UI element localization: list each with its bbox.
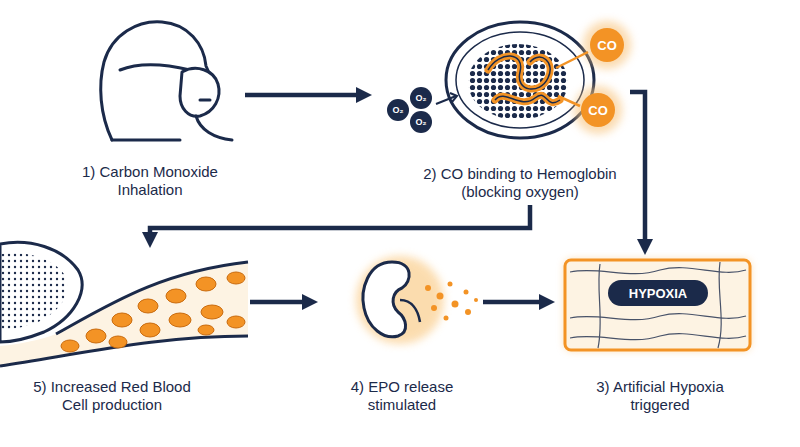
hemoglobin-icon-part — [410, 87, 432, 109]
step-node: 3) Artificial Hypoxia triggered — [555, 255, 760, 420]
bone-vessel-icon-part-part — [61, 340, 79, 352]
hemoglobin-icon-part — [456, 32, 584, 128]
step-caption: 1) Carbon Monoxide Inhalation — [70, 163, 230, 199]
kidney-icon-part-part — [465, 309, 471, 315]
kidney-icon-part-part — [431, 305, 437, 311]
status-badge: HYPOXIA — [629, 286, 688, 301]
hemoglobin-icon-part — [581, 93, 615, 127]
hemoglobin-icon-part — [468, 44, 568, 120]
flow-arrow — [483, 300, 545, 305]
flow-arrow — [250, 300, 308, 305]
bone-vessel-icon-part-part — [169, 313, 191, 327]
kidney-icon-part — [356, 256, 444, 344]
bone-vessel-icon-part-part — [196, 277, 216, 291]
step-node: 1) Carbon Monoxide Inhalation — [60, 15, 245, 202]
bone-vessel-icon-part-part — [86, 329, 106, 343]
hemoglobin-icon-part — [583, 21, 631, 69]
hypoxia-tissue-icon-part — [565, 260, 750, 350]
bone-vessel-icon — [0, 242, 248, 366]
hemoglobin-icon-part — [574, 86, 622, 134]
step-caption: 3) Artificial Hypoxia triggered — [578, 378, 743, 414]
hemoglobin-icon-part — [410, 111, 432, 133]
bone-vessel-icon-part-part — [227, 316, 245, 328]
hemoglobin-icon-part — [446, 22, 594, 138]
step-node: 5) Increased Red Blood Cell production — [0, 248, 250, 420]
flow-arrow — [245, 93, 362, 98]
bone-vessel-icon-part-part — [201, 305, 223, 319]
flow-arrow — [150, 205, 530, 238]
bone-vessel-icon-part-part — [112, 313, 132, 327]
step-caption: 2) CO binding to Hemoglobin (blocking ox… — [415, 165, 625, 201]
mask-head-icon-part — [112, 139, 180, 142]
bone-vessel-icon-part-part — [198, 325, 214, 335]
bone-vessel-icon-part-part — [109, 336, 127, 348]
molecule-label: CO — [597, 38, 617, 53]
molecule-label: CO — [588, 103, 608, 118]
bone-vessel-icon-part-part — [140, 323, 160, 337]
hemoglobin-icon-part — [556, 52, 588, 68]
kidney-icon-part-part — [444, 316, 449, 321]
kidney-icon-part-part — [452, 301, 459, 308]
bone-vessel-icon-part — [0, 262, 248, 366]
bone-vessel-icon-part — [0, 253, 67, 330]
kidney-icon-part — [425, 282, 478, 321]
step-node: 4) EPO release stimulated — [318, 255, 483, 420]
hypoxia-tissue-icon-part-part — [718, 262, 721, 348]
bone-vessel-icon-part-part — [166, 289, 186, 303]
bone-vessel-icon-part — [0, 336, 248, 366]
kidney-icon — [356, 256, 478, 344]
step-caption: 5) Increased Red Blood Cell production — [22, 378, 202, 414]
flow-arrow — [630, 92, 645, 245]
molecule-label: O₂ — [416, 93, 427, 103]
mask-head-icon — [101, 22, 232, 140]
hemoglobin-icon-part — [495, 95, 560, 102]
molecule-label: O₂ — [393, 105, 404, 115]
hemoglobin-icon-part — [495, 95, 560, 102]
hemoglobin-icon-part — [590, 28, 624, 62]
hypoxia-tissue-icon — [565, 260, 750, 350]
hypoxia-tissue-icon-part — [565, 260, 750, 350]
hemoglobin-icon-part — [488, 56, 550, 89]
hypoxia-tissue-icon-part — [570, 262, 746, 348]
mask-head-icon-part — [196, 116, 232, 140]
kidney-icon-part-part — [425, 285, 431, 291]
hemoglobin-icon-part — [450, 93, 457, 102]
hemoglobin-icon-part — [488, 56, 550, 89]
hypoxia-tissue-icon-part-part — [598, 264, 600, 348]
hemoglobin-icon-part — [387, 99, 409, 121]
kidney-icon-part-part — [464, 290, 469, 295]
bone-vessel-icon-part — [61, 272, 245, 352]
mask-head-icon-part — [120, 65, 190, 70]
mask-head-icon-part — [200, 99, 210, 102]
kidney-icon-part-part — [437, 293, 444, 300]
hypoxia-tissue-icon-part — [608, 280, 708, 306]
kidney-icon-part-part — [474, 298, 478, 302]
hypoxia-tissue-icon-part-part — [570, 314, 746, 320]
mask-head-icon-part — [180, 68, 219, 116]
molecule-label: O₂ — [416, 117, 427, 127]
kidney-icon-part — [400, 300, 420, 322]
bone-vessel-icon-part-part — [138, 299, 158, 313]
hemoglobin-icon-part — [558, 96, 580, 106]
step-caption: 4) EPO release stimulated — [342, 378, 462, 414]
hemoglobin-icon — [387, 21, 631, 138]
bone-vessel-icon-part-part — [227, 272, 245, 284]
kidney-icon-part-part — [448, 282, 453, 287]
